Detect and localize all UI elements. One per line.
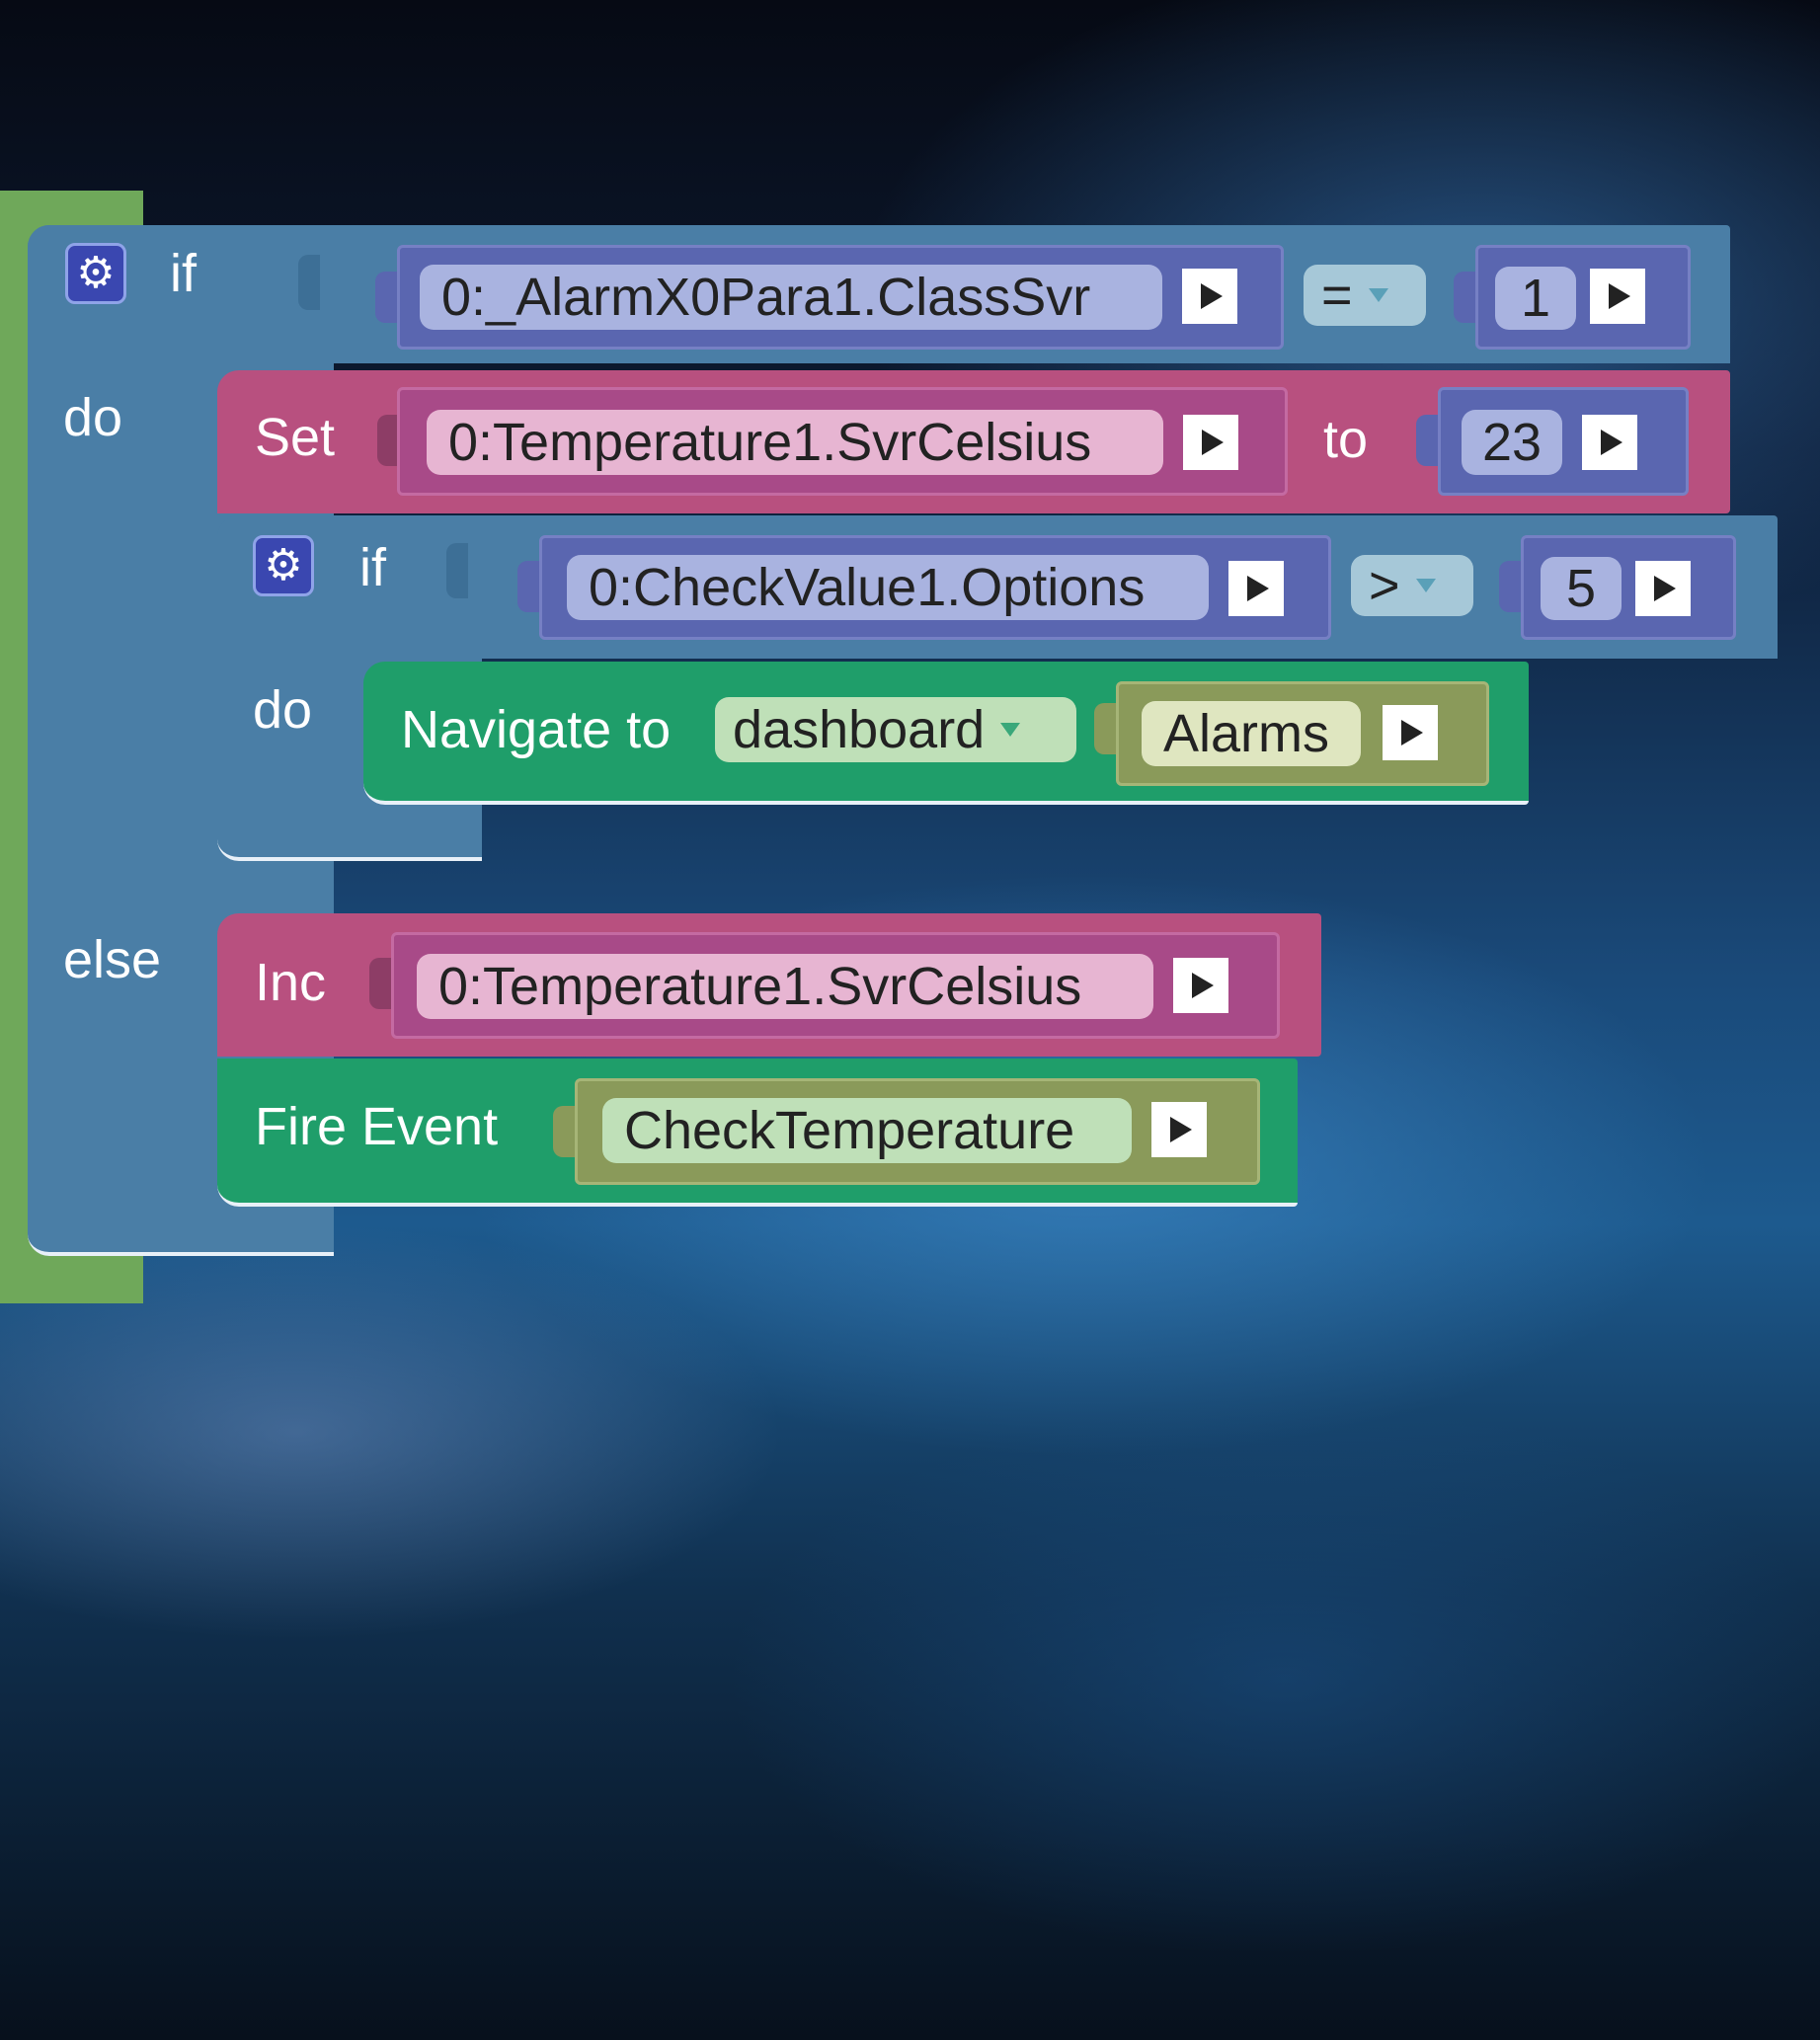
play-arrow-icon[interactable] [1590, 269, 1645, 324]
play-arrow-icon[interactable] [1173, 958, 1228, 1013]
dropdown-triangle-icon [1368, 288, 1388, 302]
condition-notch [446, 543, 468, 598]
target-type-text: dashboard [733, 700, 986, 759]
variable-notch [517, 561, 539, 612]
event-notch [553, 1106, 575, 1157]
play-arrow-icon[interactable] [1635, 561, 1691, 616]
inner-do-label: do [253, 680, 313, 740]
inner-if-label: if [359, 538, 386, 597]
dropdown-triangle-icon [1415, 579, 1436, 592]
inner-condition-value-field[interactable]: 5 [1541, 557, 1622, 620]
set-variable-field[interactable]: 0:Temperature1.SvrCelsius [427, 410, 1163, 475]
fire-event-event-field[interactable]: CheckTemperature [602, 1098, 1132, 1163]
navigate-target-type-dropdown[interactable]: dashboard [715, 697, 1076, 762]
outer-condition-variable-field[interactable]: 0:_AlarmX0Para1.ClassSvr [420, 265, 1162, 330]
outer-do-label: do [63, 388, 123, 447]
operator-text: = [1321, 266, 1353, 325]
gear-icon[interactable]: ⚙ [253, 535, 314, 596]
condition-notch [298, 255, 320, 310]
play-arrow-icon[interactable] [1582, 415, 1637, 470]
outer-else-label: else [63, 930, 162, 989]
fire-event-label: Fire Event [255, 1097, 499, 1156]
inner-condition-variable-field[interactable]: 0:CheckValue1.Options [567, 555, 1209, 620]
variable-notch [375, 272, 397, 323]
outer-if-bottom-cap [28, 1201, 334, 1256]
set-to-label: to [1323, 410, 1369, 469]
inner-condition-operator-dropdown[interactable]: > [1351, 555, 1473, 616]
play-arrow-icon[interactable] [1182, 269, 1237, 324]
outer-condition-operator-dropdown[interactable]: = [1304, 265, 1426, 326]
variable-notch [369, 958, 391, 1009]
dropdown-triangle-icon [1000, 723, 1021, 737]
play-arrow-icon[interactable] [1228, 561, 1284, 616]
operator-text: > [1369, 556, 1400, 615]
inc-label: Inc [255, 953, 327, 1012]
play-arrow-icon[interactable] [1151, 1102, 1207, 1157]
navigate-target-field[interactable]: Alarms [1142, 701, 1361, 766]
variable-notch [377, 415, 399, 466]
set-value-field[interactable]: 23 [1462, 410, 1562, 475]
target-notch [1094, 703, 1116, 754]
play-arrow-icon[interactable] [1183, 415, 1238, 470]
outer-condition-value-field[interactable]: 1 [1495, 267, 1576, 330]
set-label: Set [255, 408, 336, 467]
outer-if-label: if [170, 244, 197, 303]
gear-icon[interactable]: ⚙ [65, 243, 126, 304]
inc-variable-field[interactable]: 0:Temperature1.SvrCelsius [417, 954, 1153, 1019]
value-notch [1416, 415, 1438, 466]
play-arrow-icon[interactable] [1383, 705, 1438, 760]
value-notch [1499, 561, 1521, 612]
navigate-label: Navigate to [401, 700, 672, 759]
inner-if-bottom-cap [217, 805, 482, 861]
value-notch [1454, 272, 1475, 323]
